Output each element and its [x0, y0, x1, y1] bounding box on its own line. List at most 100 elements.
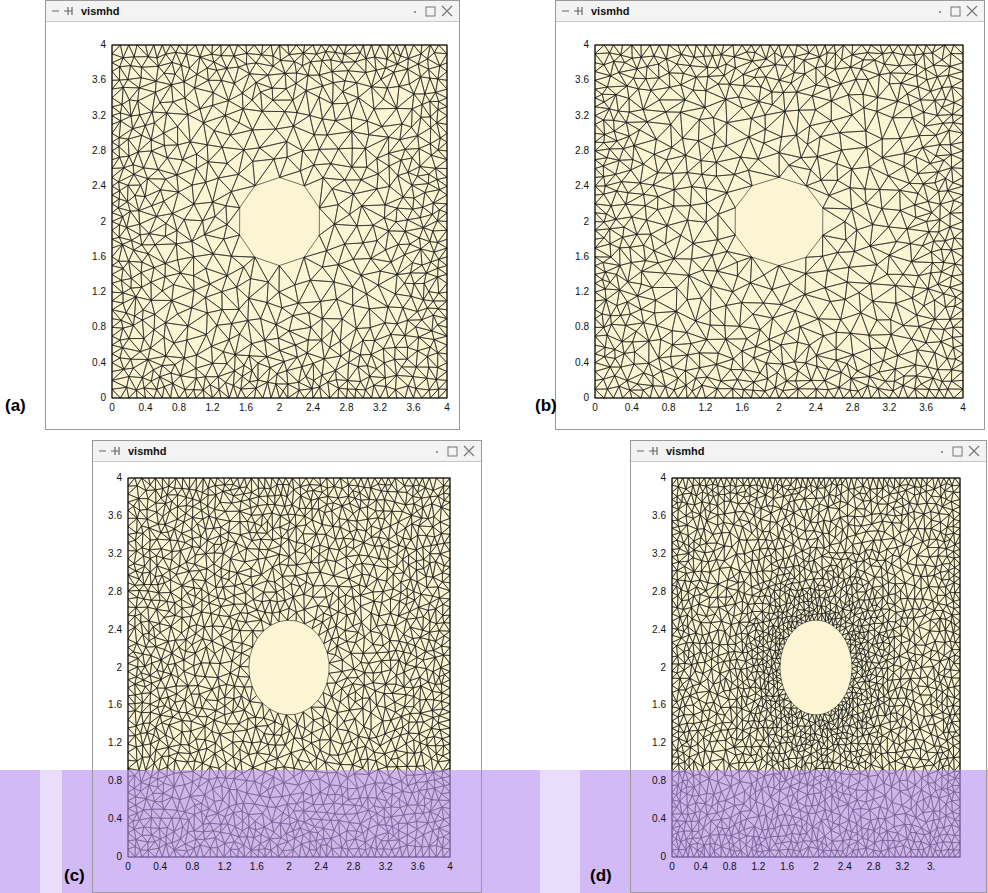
y-tick-label: 1.6: [652, 699, 666, 711]
title-bar: vismhd: [93, 441, 481, 462]
mesh-domain: [595, 45, 963, 398]
x-tick-label: 2.4: [838, 861, 852, 873]
app-window: vismhd: [45, 0, 460, 430]
triangle-mesh: [112, 45, 447, 398]
icon-glyph: [967, 6, 977, 16]
x-tick-label: 2.8: [846, 402, 860, 414]
x-tick-label: 2.8: [340, 402, 354, 414]
y-tick-label: 2: [660, 662, 666, 674]
x-tick-label: 2.8: [346, 861, 360, 873]
y-tick-label: 2: [100, 216, 106, 228]
x-tick-label: 3.2: [895, 861, 909, 873]
icon-glyph: [562, 7, 582, 15]
y-tick-label: 0: [583, 392, 589, 404]
y-tick-label: 2.4: [92, 180, 106, 192]
x-tick-label: 2: [776, 402, 782, 414]
y-tick-label: 3.6: [652, 510, 666, 522]
window-menu-icons: [51, 4, 77, 18]
mesh-panel: [112, 45, 447, 398]
window-controls: [938, 444, 982, 458]
window-menu-icons: [636, 444, 662, 458]
image-artifact: [540, 770, 580, 893]
window-menu-icons: [561, 4, 587, 18]
icon-glyph: [951, 7, 960, 16]
window-menu-icons: [98, 444, 124, 458]
y-tick-label: 0.4: [108, 813, 122, 825]
x-tick-label: 0.4: [625, 402, 639, 414]
icon-glyph: [426, 7, 435, 16]
y-tick-label: 0.8: [575, 321, 589, 333]
panel-label: (c): [64, 866, 85, 886]
icon-glyph: [442, 6, 452, 16]
y-tick-label: 4: [660, 472, 666, 484]
panel-label: (d): [590, 866, 612, 886]
x-tick-label: 0.8: [185, 861, 199, 873]
x-tick-label: 2.4: [314, 861, 328, 873]
y-tick-label: 0: [100, 392, 106, 404]
app-window: vismhd: [555, 0, 985, 430]
y-tick-label: 1.2: [92, 286, 106, 298]
x-tick-label: 1.2: [698, 402, 712, 414]
mesh-domain: [112, 45, 447, 398]
icon-glyph: [939, 11, 941, 13]
y-tick-label: 2.8: [652, 586, 666, 598]
x-tick-label: 0.4: [153, 861, 167, 873]
icon-glyph: [969, 446, 979, 456]
title-bar: vismhd: [556, 1, 984, 22]
y-tick-label: 1.6: [108, 699, 122, 711]
x-tick-label: 0: [592, 402, 598, 414]
window-controls: [411, 4, 455, 18]
x-tick-label: 1.2: [751, 861, 765, 873]
y-tick-label: 2.4: [652, 624, 666, 636]
x-tick-label: 2: [277, 402, 283, 414]
y-tick-label: 0.4: [92, 357, 106, 369]
x-tick-label: 0: [109, 402, 115, 414]
y-tick-label: 3.6: [575, 74, 589, 86]
image-artifact: [0, 770, 988, 893]
icon-glyph: [52, 7, 72, 15]
x-tick-label: 0.4: [694, 861, 708, 873]
y-tick-label: 1.2: [575, 286, 589, 298]
y-tick-label: 2.4: [108, 624, 122, 636]
mesh-panel: [595, 45, 963, 398]
x-tick-label: 2.8: [867, 861, 881, 873]
x-tick-label: 0.4: [139, 402, 153, 414]
x-tick-label: 1.6: [239, 402, 253, 414]
y-tick-label: 3.2: [92, 110, 106, 122]
x-tick-label: 4: [960, 402, 966, 414]
x-tick-label: 3.6: [919, 402, 933, 414]
domain-border: [112, 45, 447, 398]
x-tick-label: 4: [447, 861, 453, 873]
x-tick-label: 0.8: [172, 402, 186, 414]
x-tick-label: 1.2: [218, 861, 232, 873]
x-tick-label: 1.6: [250, 861, 264, 873]
y-tick-label: 2: [116, 662, 122, 674]
y-tick-label: 2.8: [92, 145, 106, 157]
panel-label: (b): [535, 396, 557, 416]
icon-glyph: [464, 446, 474, 456]
x-tick-label: 0.8: [662, 402, 676, 414]
window-controls: [936, 4, 980, 18]
y-tick-label: 4: [100, 39, 106, 51]
x-tick-label: 3.: [927, 861, 935, 873]
x-tick-label: 0: [125, 861, 131, 873]
x-tick-label: 2: [286, 861, 292, 873]
x-tick-label: 4: [444, 402, 450, 414]
x-tick-label: 2: [813, 861, 819, 873]
y-tick-label: 0.4: [575, 357, 589, 369]
x-tick-label: 1.6: [780, 861, 794, 873]
title-bar: vismhd: [631, 441, 986, 462]
x-tick-label: 3.2: [373, 402, 387, 414]
y-tick-label: 2.4: [575, 180, 589, 192]
y-tick-label: 2.8: [108, 586, 122, 598]
icon-glyph: [414, 11, 416, 13]
app-window: vismhd: [92, 440, 482, 893]
x-tick-label: 1.2: [206, 402, 220, 414]
x-tick-label: 0: [669, 861, 675, 873]
window-title: vismhd: [666, 445, 705, 457]
y-tick-label: 1.2: [652, 737, 666, 749]
triangle-mesh: [595, 45, 963, 398]
icon-glyph: [448, 447, 457, 456]
x-tick-label: 3.6: [411, 861, 425, 873]
